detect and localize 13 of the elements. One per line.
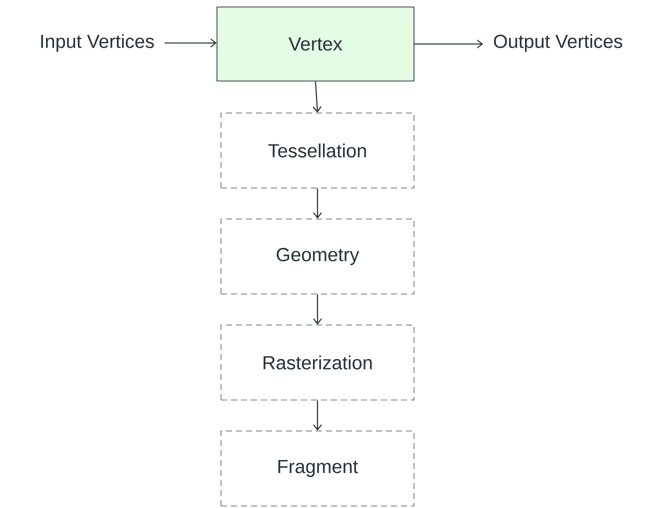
stage-box: Geometry — [220, 218, 414, 294]
arrow — [313, 400, 322, 431]
stage-box: Fragment — [220, 430, 414, 506]
arrow — [313, 188, 322, 219]
arrow — [313, 294, 322, 325]
label-text: Output Vertices — [494, 34, 622, 52]
arrow — [414, 40, 484, 48]
arrow — [312, 81, 322, 113]
stage-box: Vertex — [216, 6, 414, 82]
stage-box: Tessellation — [220, 112, 414, 188]
stage-box: Rasterization — [220, 324, 414, 400]
label-text: Input Vertices — [41, 34, 154, 52]
arrow — [164, 38, 217, 48]
